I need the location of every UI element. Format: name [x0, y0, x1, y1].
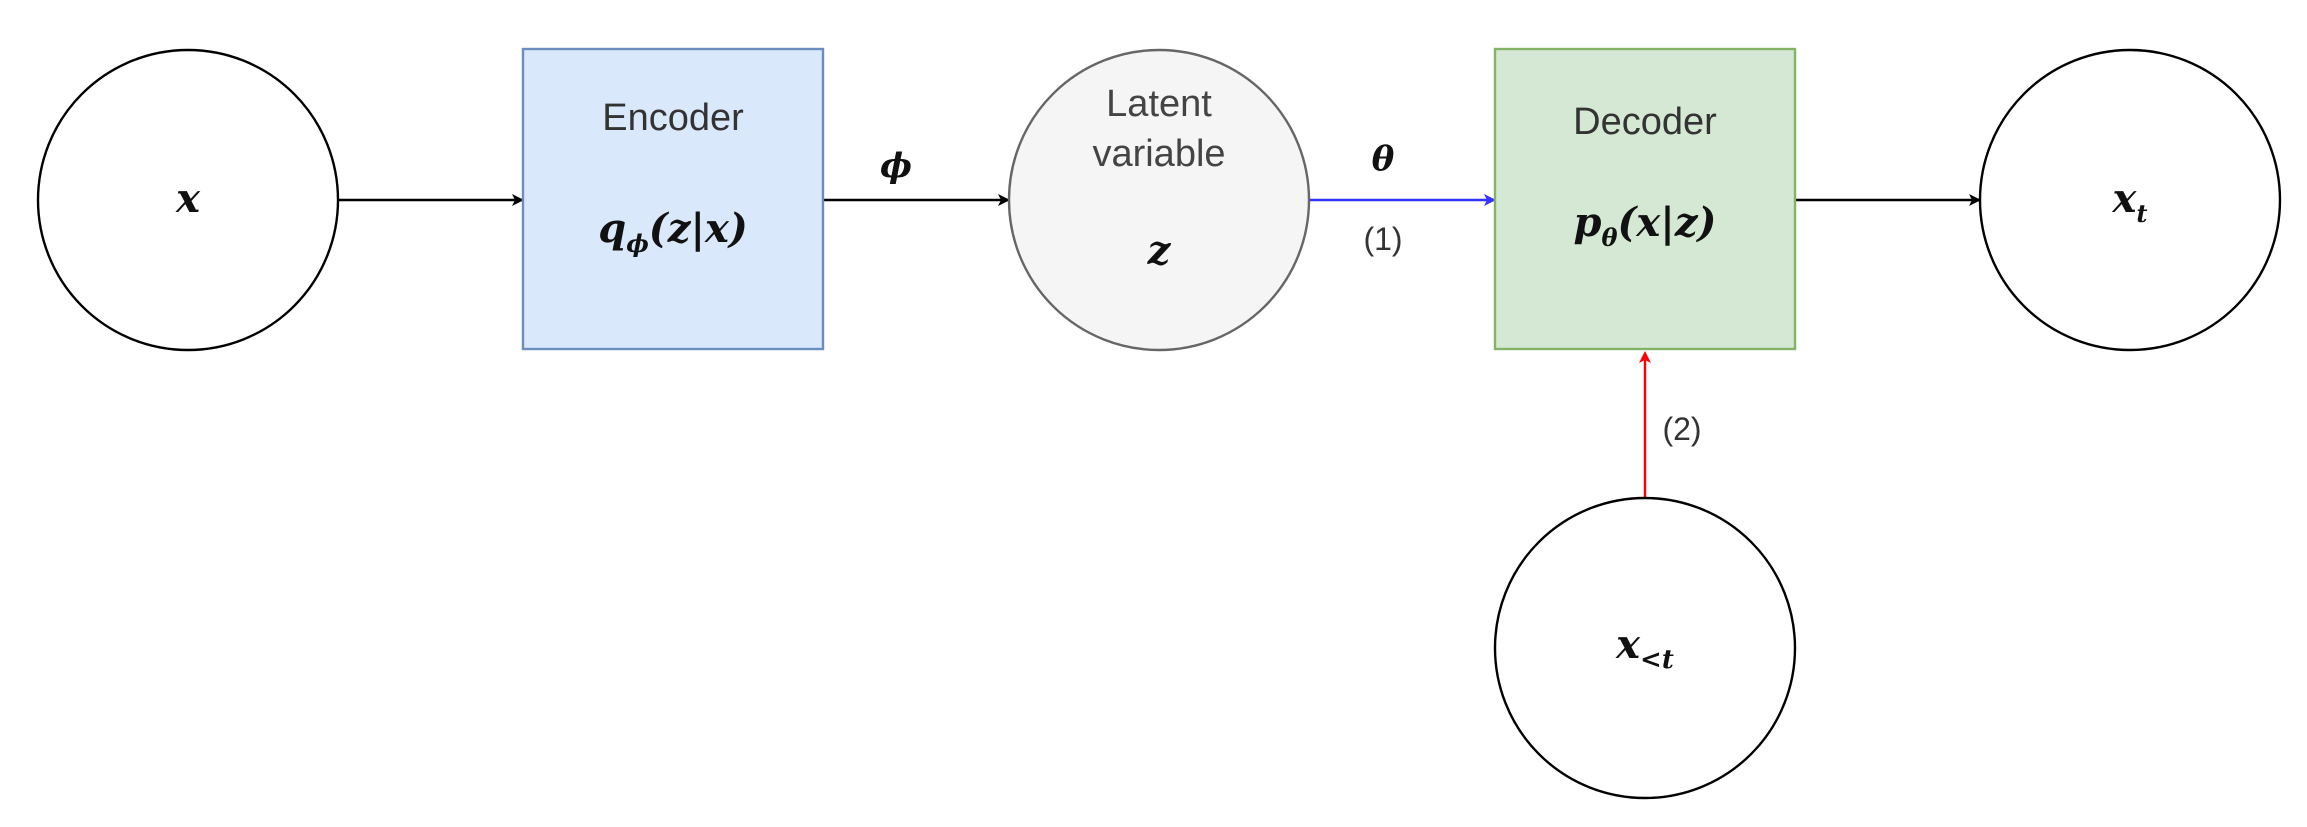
encoder-title: Encoder — [602, 97, 744, 139]
decoder-box: Decoder pθ(x|z) — [1493, 47, 1797, 351]
context-x-node: x<t — [1493, 496, 1797, 800]
latent-title-line1: Latent — [1106, 83, 1212, 125]
decoder-title: Decoder — [1573, 101, 1717, 143]
output-x-main: x — [2112, 175, 2138, 222]
input-x-symbol: x — [175, 175, 201, 222]
context-x-symbol: x<t — [1615, 621, 1674, 675]
encoder-formula-main: q — [598, 205, 626, 252]
decoder-formula-main: p — [1574, 199, 1602, 246]
path-2-label: (2) — [1662, 411, 1701, 447]
latent-symbol: z — [1147, 227, 1172, 274]
path-1-label: (1) — [1363, 221, 1402, 257]
encoder-formula-sub: ϕ — [626, 229, 649, 258]
context-x-main: x — [1615, 621, 1641, 668]
output-x-sub: t — [2136, 199, 2147, 228]
decoder-formula-args: (x|z) — [1618, 199, 1717, 246]
input-x-node: x — [36, 48, 340, 352]
theta-edge-label: θ — [1372, 139, 1395, 179]
output-x-node: xt — [1978, 48, 2282, 352]
encoder-box: Encoder qϕ(z|x) — [521, 47, 825, 351]
encoder-formula: qϕ(z|x) — [598, 205, 748, 258]
decoder-formula: pθ(x|z) — [1574, 199, 1717, 252]
latent-title-line2: variable — [1092, 133, 1225, 175]
context-x-sub: <t — [1640, 645, 1674, 675]
latent-node: Latent variable z — [1007, 48, 1311, 352]
output-x-symbol: xt — [2112, 175, 2148, 228]
encoder-formula-args: (z|x) — [649, 205, 748, 252]
phi-edge-label: ϕ — [880, 146, 912, 186]
decoder-formula-sub: θ — [1601, 223, 1617, 252]
